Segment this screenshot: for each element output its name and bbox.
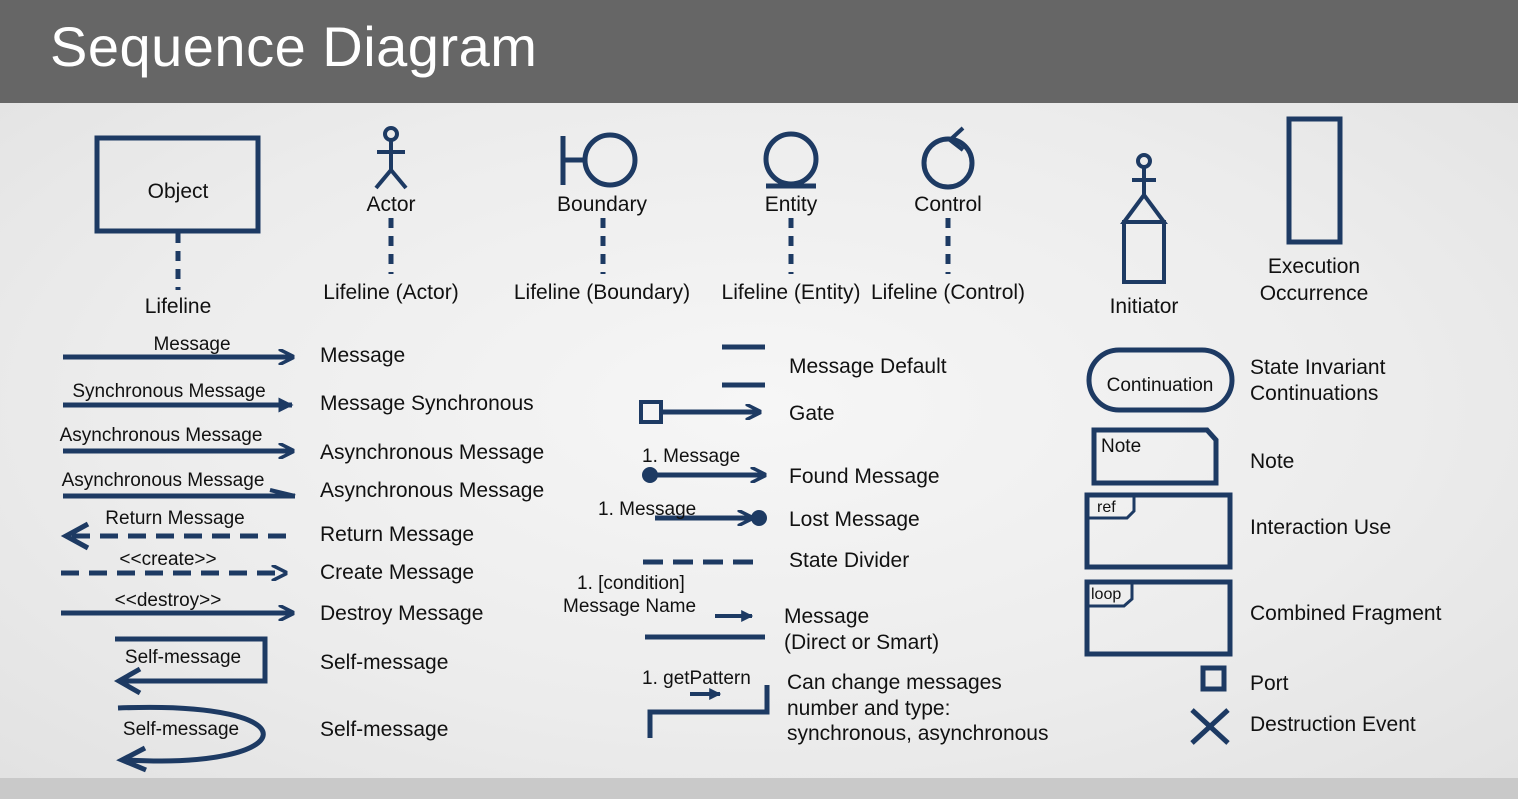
interaction-use-name: Interaction Use	[1250, 516, 1392, 539]
boundary-label: Boundary	[557, 193, 647, 216]
message-name: Message	[320, 344, 406, 367]
continuation-shape	[1086, 347, 1235, 413]
create-arrow-label: <<create>>	[119, 549, 217, 570]
message-arrow-label: Message	[153, 334, 231, 355]
smart-message-symbol	[645, 610, 765, 640]
ref-label: ref	[1097, 499, 1116, 516]
return-arrow	[60, 521, 295, 551]
execution-occurrence-bar	[1286, 116, 1343, 245]
actor-label: Actor	[366, 193, 416, 216]
note-shape	[1091, 427, 1219, 486]
state-invariant-line1: State Invariant	[1250, 356, 1386, 379]
port-square	[1200, 665, 1227, 692]
change-message-name-line3: synchronous, asynchronous	[787, 722, 1049, 745]
change-message-symbol	[647, 685, 770, 738]
continuation-label: Continuation	[1106, 375, 1214, 396]
self-message-name-2: Self-message	[320, 718, 449, 741]
change-message-label: 1. getPattern	[642, 668, 751, 689]
actor-lifeline-caption: Lifeline (Actor)	[323, 281, 459, 304]
object-box	[94, 135, 261, 234]
asynchronous-name-2: Asynchronous Message	[320, 479, 545, 502]
state-invariant-line2: Continuations	[1250, 382, 1379, 405]
asynchronous-arrow-2	[63, 488, 296, 499]
footer-bar	[0, 778, 1518, 799]
boundary-lifeline-caption: Lifeline (Boundary)	[513, 281, 691, 304]
combined-fragment-name: Combined Fragment	[1250, 602, 1442, 625]
smart-message-label-line2: Message Name	[563, 596, 697, 617]
message-synchronous-name: Message Synchronous	[320, 392, 534, 415]
smart-message-name-line1: Message	[784, 605, 870, 628]
combined-fragment-frame	[1084, 579, 1233, 657]
destruction-event-name: Destruction Event	[1250, 713, 1416, 736]
title-bar: Sequence Diagram	[0, 0, 1518, 103]
note-label: Note	[1101, 436, 1142, 457]
found-message-name: Found Message	[789, 465, 940, 488]
entity-lifeline-caption: Lifeline (Entity)	[721, 281, 861, 304]
entity-label: Entity	[764, 193, 818, 216]
self-message-name-1: Self-message	[320, 651, 449, 674]
destroy-message-name: Destroy Message	[320, 602, 484, 625]
self-message-label-2: Self-message	[122, 719, 240, 740]
found-message-label: 1. Message	[642, 446, 741, 467]
execution-caption-line2: Occurrence	[1259, 282, 1369, 305]
diagram-canvas	[0, 103, 1518, 778]
lost-message-arrow	[655, 510, 767, 526]
destruction-x-icon	[1190, 708, 1230, 745]
interaction-use-frame	[1084, 492, 1233, 570]
page-title: Sequence Diagram	[50, 15, 538, 78]
lost-message-label: 1. Message	[598, 499, 697, 520]
change-message-name-line1: Can change messages	[787, 671, 1002, 694]
return-message-name: Return Message	[320, 523, 475, 546]
state-divider-name: State Divider	[789, 549, 910, 572]
return-arrow-label: Return Message	[105, 508, 245, 529]
gate-name: Gate	[789, 402, 835, 425]
self-message-label-1: Self-message	[124, 647, 242, 668]
asynchronous-arrow-label-1: Asynchronous Message	[59, 425, 263, 446]
execution-caption-line1: Execution	[1267, 255, 1361, 278]
actor-icon	[374, 126, 408, 190]
boundary-icon	[560, 132, 638, 188]
lost-message-name: Lost Message	[789, 508, 920, 531]
gate-symbol	[639, 400, 760, 424]
control-icon	[921, 126, 975, 190]
smart-message-name-line2: (Direct or Smart)	[784, 631, 940, 654]
self-message-arrow-1	[113, 636, 268, 696]
object-label: Object	[147, 180, 209, 203]
asynchronous-name-1: Asynchronous Message	[320, 441, 545, 464]
note-name: Note	[1250, 450, 1295, 473]
self-message-arrow-2	[116, 704, 266, 773]
control-label: Control	[914, 193, 982, 216]
control-lifeline-caption: Lifeline (Control)	[870, 281, 1026, 304]
synchronous-arrow-label: Synchronous Message	[72, 381, 266, 402]
entity-icon	[763, 131, 819, 189]
change-message-name-line2: number and type:	[787, 697, 951, 720]
asynchronous-arrow-label-2: Asynchronous Message	[61, 470, 265, 491]
initiator-icon	[1120, 153, 1168, 284]
found-message-arrow	[642, 467, 765, 483]
port-name: Port	[1250, 672, 1289, 695]
initiator-caption: Initiator	[1109, 295, 1179, 318]
loop-label: loop	[1091, 586, 1122, 603]
destroy-arrow-label: <<destroy>>	[114, 590, 222, 611]
smart-message-label-line1: 1. [condition]	[577, 573, 685, 594]
create-message-name: Create Message	[320, 561, 475, 584]
lifeline-caption: Lifeline	[144, 295, 212, 318]
message-default-name: Message Default	[789, 355, 947, 378]
